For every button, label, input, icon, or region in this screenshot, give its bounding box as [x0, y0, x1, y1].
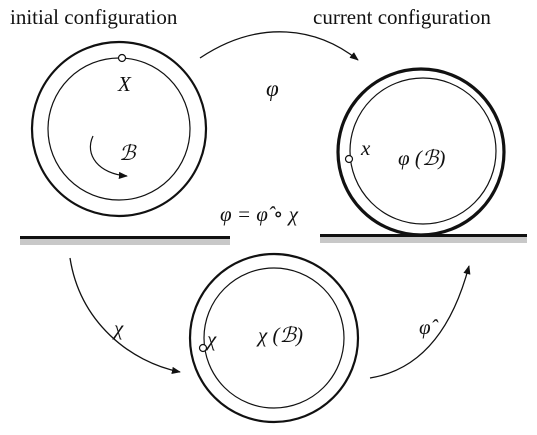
spatial-point-x-label: x [360, 136, 371, 160]
composition-formula: φ = φ̂ ∘ χ [220, 202, 299, 226]
phi-mapping-label: φ [266, 76, 279, 101]
phi-hat-mapping-arrow [369, 265, 471, 379]
intermediate-wheel-outer-rim [188, 252, 360, 424]
material-point-X-marker [117, 53, 127, 63]
current-wheel-inner-rim [349, 77, 497, 225]
body-B-label: ℬ [119, 141, 137, 165]
initial-configuration-caption: initial configuration [10, 5, 178, 29]
ground-left [20, 236, 230, 245]
chi-mapping-label: χ [112, 316, 124, 340]
point-chi-label: χ [205, 327, 217, 351]
ground-left-shadow [20, 239, 230, 245]
initial-wheel-outer-rim [30, 40, 208, 218]
point-chi-marker [198, 343, 208, 353]
ground-right-line [320, 234, 527, 237]
current-wheel: x φ (ℬ) [336, 67, 506, 237]
phi-mapping-arrow [199, 31, 359, 61]
ground-right [320, 234, 527, 243]
current-configuration-caption: current configuration [313, 5, 491, 29]
phi-hat-mapping-label: φ̂ [419, 315, 439, 339]
initial-wheel: X ℬ [30, 40, 208, 218]
intermediate-wheel: χ χ (ℬ) [188, 252, 360, 424]
phi-of-B-label: φ (ℬ) [398, 146, 445, 170]
spatial-point-x-marker [344, 154, 354, 164]
chi-mapping-arrow [69, 257, 181, 374]
ground-right-shadow [320, 237, 527, 243]
intermediate-wheel-inner-rim [203, 267, 345, 409]
material-point-X-label: X [117, 72, 132, 96]
rotation-arrow [89, 135, 128, 180]
chi-of-B-label: χ (ℬ) [256, 323, 303, 347]
ground-left-line [20, 236, 230, 239]
